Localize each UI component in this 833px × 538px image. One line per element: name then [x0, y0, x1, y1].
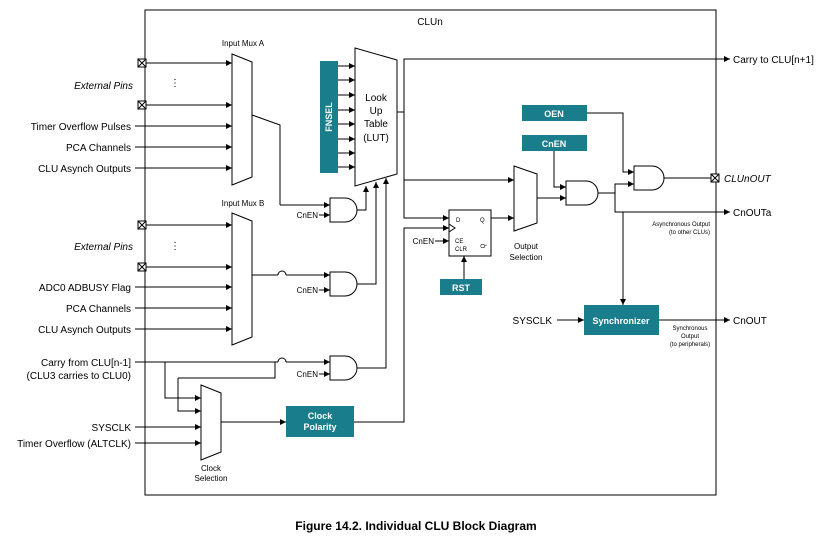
clock-polarity-label: Clock	[308, 411, 334, 421]
mux-b-title: Input Mux B	[222, 199, 265, 208]
sysclk-input-label: SYSCLK	[92, 423, 132, 434]
cnouta-label: CnOUTa	[733, 208, 772, 219]
clock-selection-label: Clock	[201, 464, 222, 473]
mux-a-clu-async-label: CLU Asynch Outputs	[38, 164, 131, 175]
altclk-input-label: Timer Overflow (ALTCLK)	[17, 439, 131, 450]
ff-q-label: Q	[480, 218, 485, 224]
ff-cnen-label: CnEN	[413, 237, 435, 246]
rst-block	[440, 279, 482, 295]
synchronizer-label: Synchronizer	[592, 316, 650, 326]
cnen-label-2: CnEN	[297, 286, 319, 295]
ff-ce-label: CE	[455, 239, 463, 245]
async-note-2: (to other CLUs)	[669, 230, 710, 236]
pin-terminal-icon	[710, 173, 720, 183]
carry-in-label: Carry from CLU[n-1]	[41, 358, 131, 369]
clock-selection-mux	[200, 384, 222, 461]
oen-label: OEN	[544, 109, 564, 119]
cnen-block-label: CnEN	[542, 139, 567, 149]
and-gate-icon	[565, 180, 599, 206]
carry-out-label: Carry to CLU[n+1]	[733, 55, 814, 66]
lut-label-3: Table	[364, 119, 388, 130]
output-selection-label-2: Selection	[510, 253, 543, 262]
pin-terminal-icon	[137, 58, 147, 68]
clu-block-border	[144, 9, 717, 496]
output-selection-mux	[513, 165, 538, 232]
clock-polarity-label-2: Polarity	[303, 422, 336, 432]
and-gate-icon	[329, 355, 358, 381]
ff-d-label: D	[456, 218, 461, 224]
cnout-label: CnOUT	[733, 316, 767, 327]
pin-terminal-icon	[137, 262, 147, 272]
vertical-ellipsis-icon: ⋮	[170, 78, 180, 89]
oen-block	[522, 105, 587, 121]
mux-a-title: Input Mux A	[222, 39, 265, 48]
lut-label-2: Up	[370, 106, 383, 117]
rst-label: RST	[452, 283, 471, 293]
output-selection-label: Output	[514, 242, 539, 251]
input-mux-a	[231, 53, 253, 186]
mux-b-pca-label: PCA Channels	[66, 304, 131, 315]
lut-label-1: Look	[365, 93, 388, 104]
sync-sysclk-label: SYSCLK	[513, 316, 553, 327]
carry-in-note: (CLU3 carries to CLU0)	[27, 371, 131, 382]
fnsel-arrows	[338, 63, 355, 170]
clock-polarity-block	[286, 406, 354, 437]
clu-out-label: CLUnOUT	[724, 174, 772, 185]
pin-terminal-icon	[137, 100, 147, 110]
async-note-1: Asynchronous Output	[652, 222, 710, 228]
cnen-label-3: CnEN	[297, 370, 319, 379]
cnen-label-1: CnEN	[297, 211, 319, 220]
mux-b-external-pins-label: External Pins	[74, 242, 133, 253]
clock-selection-label-2: Selection	[195, 474, 228, 483]
clock-edge-icon	[448, 223, 456, 233]
sync-note-1: Synchronous	[672, 326, 707, 332]
fnsel-block	[320, 61, 338, 173]
flip-flop	[448, 209, 492, 257]
mux-a-pca-label: PCA Channels	[66, 143, 131, 154]
cnen-block	[522, 135, 587, 151]
and-gate-icon	[329, 197, 358, 223]
ff-clr-label: CLR	[455, 247, 468, 253]
mux-b-clu-async-label: CLU Asynch Outputs	[38, 325, 131, 336]
and-gate-icon	[329, 271, 358, 297]
lookup-table-block	[354, 47, 398, 187]
synchronizer-block	[584, 305, 659, 335]
fnsel-label: FNSEL	[324, 102, 334, 132]
input-mux-b	[231, 212, 253, 346]
sync-note-2: Output	[681, 334, 699, 340]
ff-qbar-label: Q	[481, 243, 487, 248]
and-gate-icon	[633, 165, 665, 191]
figure-caption: Figure 14.2. Individual CLU Block Diagra…	[295, 519, 536, 533]
sync-note-3: (to peripherals)	[670, 342, 710, 348]
vertical-ellipsis-icon: ⋮	[170, 241, 180, 252]
mux-b-adc-label: ADC0 ADBUSY Flag	[39, 283, 131, 294]
pin-terminal-icon	[137, 220, 147, 230]
lut-label-4: (LUT)	[363, 133, 389, 144]
block-title: CLUn	[417, 17, 443, 28]
mux-a-timer-overflow-label: Timer Overflow Pulses	[31, 122, 131, 133]
mux-a-external-pins-label: External Pins	[74, 81, 133, 92]
